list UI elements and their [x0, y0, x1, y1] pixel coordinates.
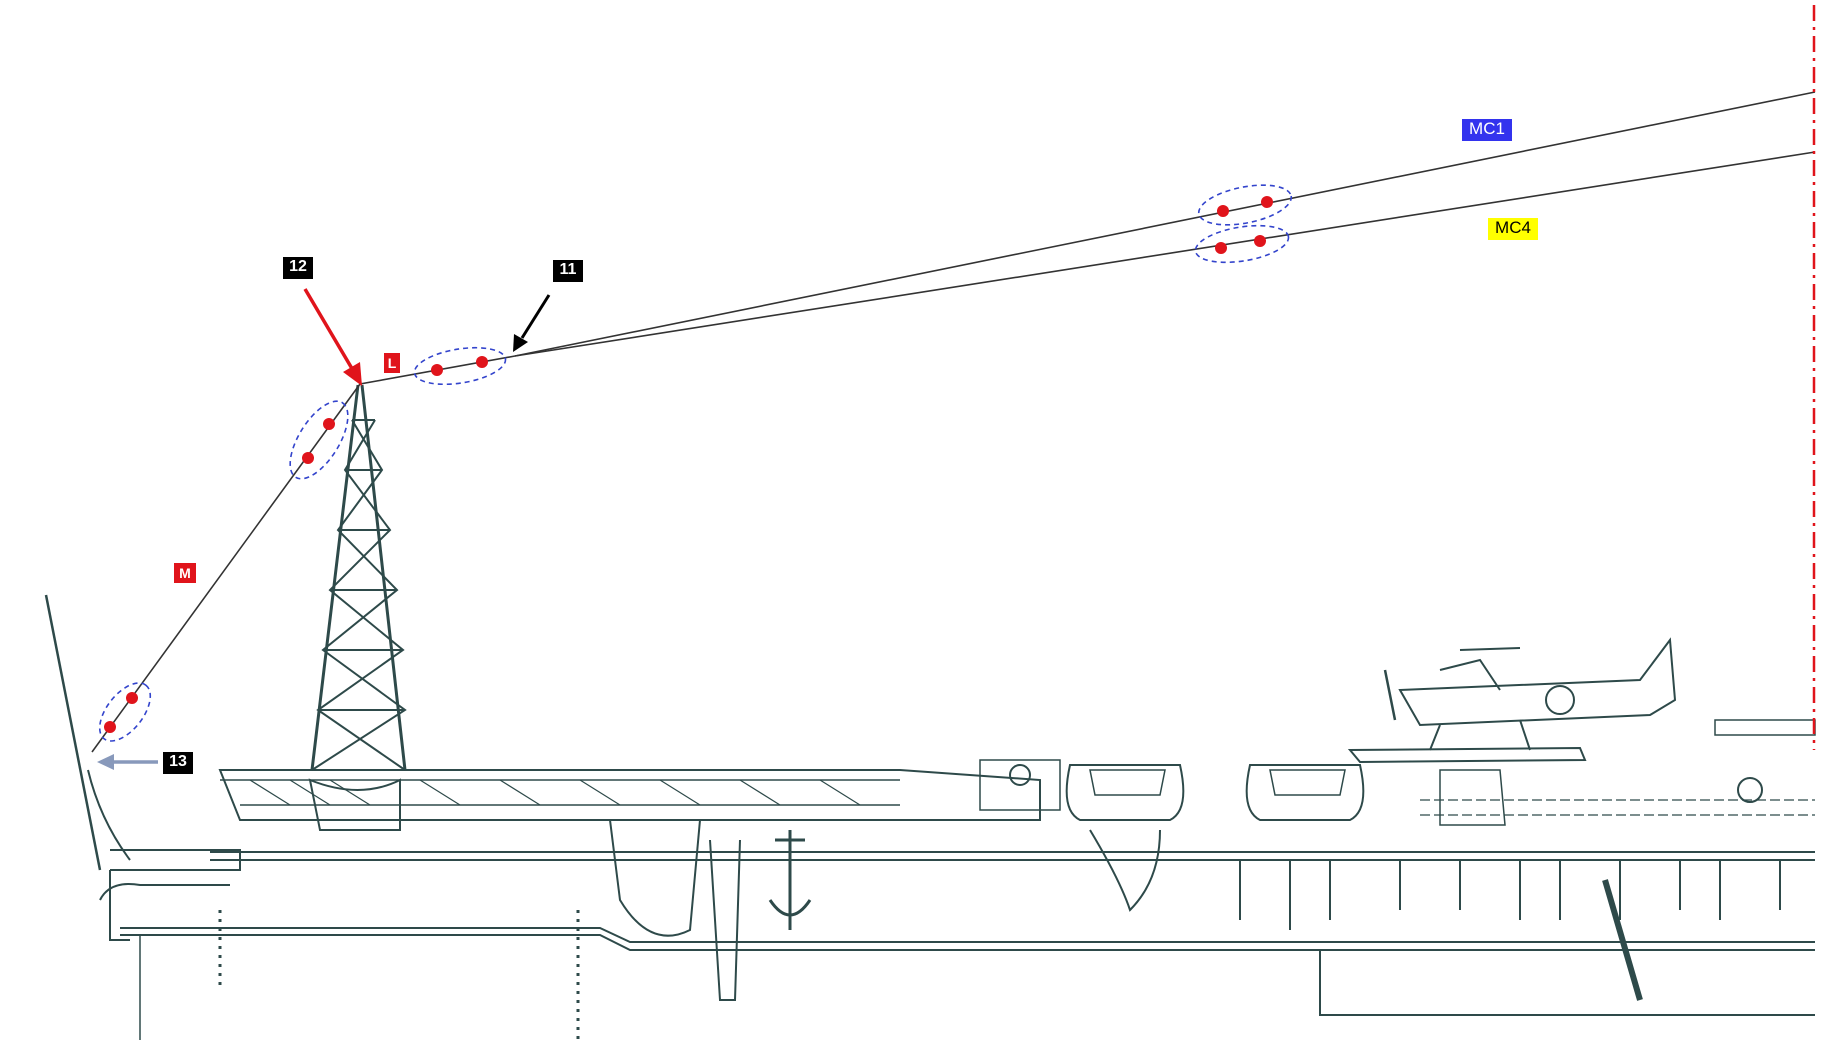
wire-MC1 [514, 91, 1816, 357]
rigging-wires [91, 91, 1816, 753]
wire-tag-MC4: MC4 [1488, 218, 1538, 240]
seaplane-drawing [1347, 637, 1677, 764]
insulator-dot [302, 452, 314, 464]
highlight-ellipse-upper-M [289, 400, 349, 480]
callout-label-12: 12 [283, 257, 313, 279]
insulator-markers [104, 196, 1273, 733]
wire-M [91, 383, 361, 753]
wire-tag-MC1: MC1 [1462, 119, 1512, 141]
bow-jackstaff [44, 594, 102, 871]
bow-jackstaff-stay [87, 769, 131, 861]
highlight-ellipse-MC4 [1194, 224, 1290, 264]
arrow-13-head [97, 754, 114, 770]
insulator-dot [431, 364, 443, 376]
ship-profile-drawing [99, 637, 1816, 1040]
insulator-dot [476, 356, 488, 368]
arrow-12 [303, 288, 356, 373]
insulator-dot [1217, 205, 1229, 217]
wire-tag-L: L [384, 353, 400, 373]
arrow-12-head [343, 362, 362, 386]
arrow-11-head [513, 334, 528, 352]
insulator-dot [126, 692, 138, 704]
wire-tag-M: M [174, 563, 196, 583]
highlight-ellipse-MC1 [1197, 184, 1293, 226]
insulator-dot [323, 418, 335, 430]
callout-label-13: 13 [163, 752, 193, 774]
insulator-dot [1254, 235, 1266, 247]
highlight-ellipse-lower-M [98, 682, 152, 742]
insulator-dot [1215, 242, 1227, 254]
callout-label-11: 11 [553, 260, 583, 282]
insulator-dot [104, 721, 116, 733]
highlight-ellipse-L [413, 346, 507, 386]
arrow-11 [520, 294, 551, 339]
callout-arrows [97, 288, 551, 770]
lattice-mast [308, 384, 407, 831]
wire-MC4 [514, 151, 1816, 357]
insulator-dot [1261, 196, 1273, 208]
insulator-highlights [98, 184, 1293, 742]
